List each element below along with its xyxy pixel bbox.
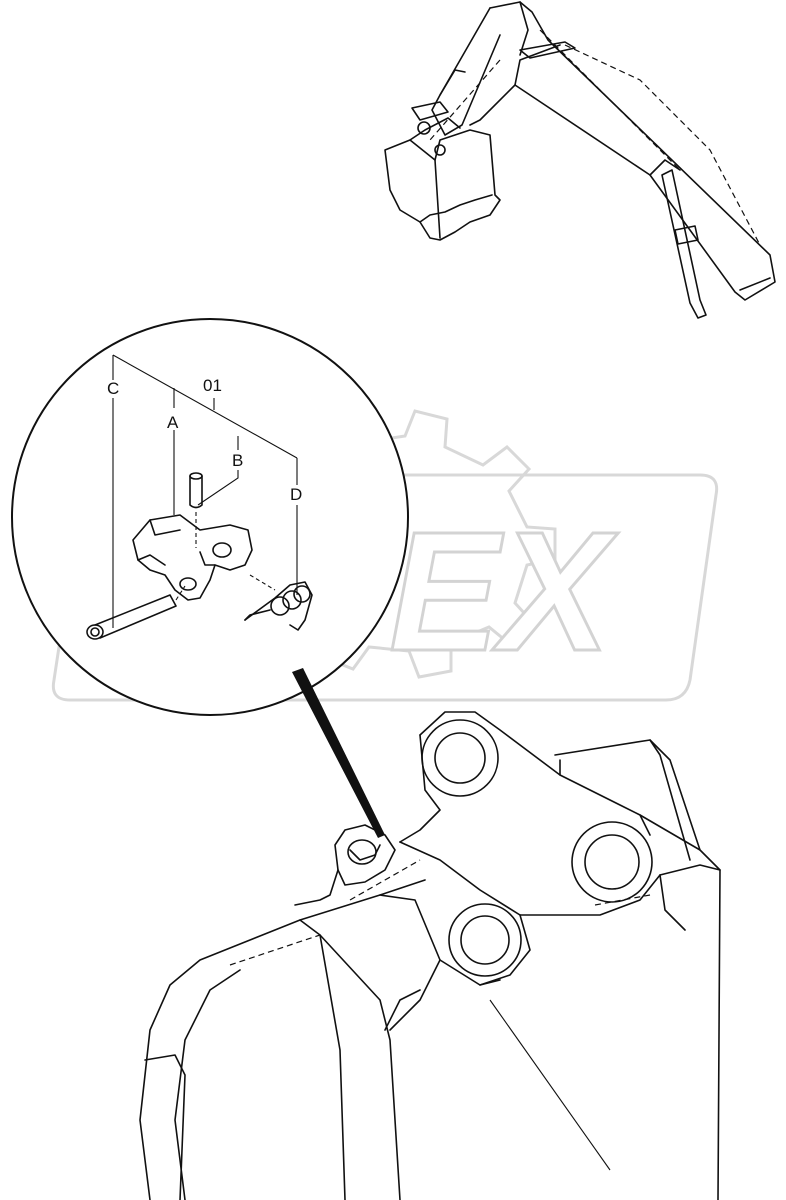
lock-bracket-part bbox=[132, 514, 253, 601]
detail-view: 01 C A B D bbox=[11, 318, 409, 838]
callout-b: B bbox=[232, 451, 243, 470]
part-number-label: 01 bbox=[203, 376, 222, 395]
spring-clip-part bbox=[244, 574, 313, 631]
long-pin-part bbox=[86, 585, 186, 640]
roll-pin-part bbox=[189, 472, 203, 548]
callout-d: D bbox=[290, 485, 302, 504]
bucket-closeup bbox=[139, 711, 721, 1200]
excavator-overview bbox=[384, 1, 776, 319]
callout-a: A bbox=[167, 413, 179, 432]
callout-c: C bbox=[107, 379, 119, 398]
bucket-lock-bracket bbox=[294, 824, 396, 906]
